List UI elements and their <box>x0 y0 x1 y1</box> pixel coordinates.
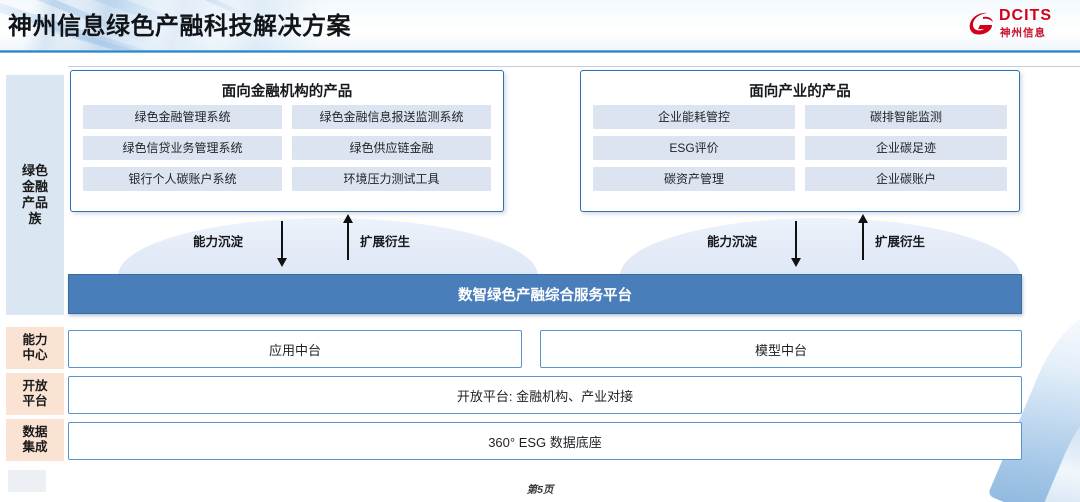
dcits-swirl-icon <box>969 12 993 35</box>
slide-header: 神州信息绿色产融科技解决方案 DCITS 神州信息 <box>0 0 1080 52</box>
flow-label-capability-precipitation: 能力沉淀 <box>193 235 244 249</box>
product-chip[interactable]: 绿色金融信息报送监测系统 <box>292 105 491 129</box>
middle-platform-label: 应用中台 <box>268 342 321 358</box>
product-chip[interactable]: 环境压力测试工具 <box>292 167 491 191</box>
rail-label-text: 能力中心 <box>22 332 48 362</box>
product-chip[interactable]: ESG评价 <box>593 136 795 160</box>
rail-label-ability-center: 能力中心 <box>6 327 64 369</box>
rail-label-data-integration: 数据集成 <box>6 419 64 461</box>
logo-wordmark: DCITS <box>999 7 1052 24</box>
rail-label-green-finance-products: 绿色金融产品族 <box>6 75 64 315</box>
open-platform-label: 开放平台: 金融机构、产业对接 <box>456 388 634 404</box>
rail-label-text: 开放平台 <box>22 378 48 408</box>
rail-label-text: 绿色金融产品族 <box>21 163 48 226</box>
middle-platform-application[interactable]: 应用中台 <box>68 330 522 368</box>
product-chip[interactable]: 碳排智能监测 <box>805 105 1007 129</box>
brand-logo: DCITS 神州信息 <box>966 7 1074 43</box>
logo-subtitle: 神州信息 <box>1000 27 1046 39</box>
product-chip[interactable]: 绿色信贷业务管理系统 <box>83 136 282 160</box>
arrow-up-icon <box>343 214 353 260</box>
flow-dome-right <box>620 218 1020 276</box>
footer-tab-decoration <box>8 470 46 492</box>
open-platform-row[interactable]: 开放平台: 金融机构、产业对接 <box>68 376 1022 414</box>
middle-platform-label: 模型中台 <box>754 342 807 358</box>
arrow-down-icon <box>791 221 801 267</box>
header-divider <box>0 50 1080 53</box>
header-divider-secondary <box>68 66 1080 67</box>
product-chip[interactable]: 银行个人碳账户系统 <box>83 167 282 191</box>
product-chip[interactable]: 绿色金融管理系统 <box>83 105 282 129</box>
middle-platform-model[interactable]: 模型中台 <box>540 330 1022 368</box>
flow-dome-left <box>118 218 538 276</box>
product-chip[interactable]: 企业碳足迹 <box>805 136 1007 160</box>
platform-bar-label: 数智绿色产融综合服务平台 <box>458 287 632 304</box>
rail-label-text: 数据集成 <box>22 424 48 454</box>
flow-label-expansion-derivation: 扩展衍生 <box>875 235 926 249</box>
arrow-up-icon <box>858 214 868 260</box>
product-group-industry: 面向产业的产品 企业能耗管控 碳排智能监测 ESG评价 企业碳足迹 碳资产管理 … <box>580 70 1020 212</box>
group-title: 面向金融机构的产品 <box>221 84 353 100</box>
rail-label-open-platform: 开放平台 <box>6 373 64 415</box>
group-title: 面向产业的产品 <box>749 84 851 100</box>
product-chip[interactable]: 碳资产管理 <box>593 167 795 191</box>
page-number: 第5页 <box>526 484 554 496</box>
platform-bar[interactable]: 数智绿色产融综合服务平台 <box>68 274 1022 314</box>
product-chip[interactable]: 企业碳账户 <box>805 167 1007 191</box>
product-chip[interactable]: 绿色供应链金融 <box>292 136 491 160</box>
product-group-financial-institutions: 面向金融机构的产品 绿色金融管理系统 绿色金融信息报送监测系统 绿色信贷业务管理… <box>70 70 504 212</box>
data-foundation-row[interactable]: 360° ESG 数据底座 <box>68 422 1022 460</box>
data-foundation-label: 360° ESG 数据底座 <box>488 434 602 450</box>
flow-label-expansion-derivation: 扩展衍生 <box>360 235 411 249</box>
flow-label-capability-precipitation: 能力沉淀 <box>707 235 758 249</box>
product-chip-grid: 企业能耗管控 碳排智能监测 ESG评价 企业碳足迹 碳资产管理 企业碳账户 <box>593 105 1007 191</box>
product-chip[interactable]: 企业能耗管控 <box>593 105 795 129</box>
product-chip-grid: 绿色金融管理系统 绿色金融信息报送监测系统 绿色信贷业务管理系统 绿色供应链金融… <box>83 105 491 191</box>
arrow-down-icon <box>277 221 287 267</box>
page-title: 神州信息绿色产融科技解决方案 <box>8 13 351 40</box>
